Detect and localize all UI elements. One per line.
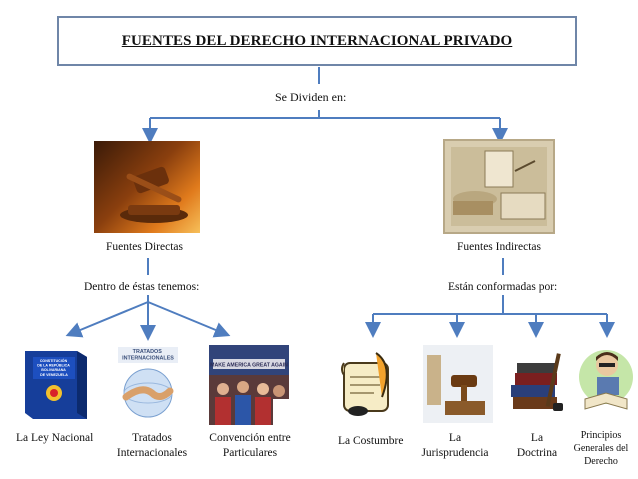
title-box: FUENTES DEL DERECHO INTERNACIONAL PRIVAD… [57, 16, 577, 66]
item-costumbre: La Costumbre [338, 435, 404, 447]
item-convencion: Convención entre Particulares [209, 432, 291, 459]
treaties-banner: TRATADOS INTERNACIONALES [122, 349, 174, 362]
convention-image: MAKE AMERICA GREAT AGAIN [209, 345, 289, 425]
convention-sign-text: MAKE AMERICA GREAT AGAIN [210, 363, 288, 369]
scroll-quill-icon [341, 352, 389, 416]
item-ley-nacional: La Ley Nacional [16, 432, 94, 444]
indirect-sublabel: Están conformadas por: [448, 281, 558, 293]
doctrine-image [507, 345, 569, 421]
direct-sources-label: Fuentes Directas [106, 241, 183, 253]
item-jurisprudencia: La Jurisprudencia [421, 432, 489, 459]
divide-label: Se Dividen en: [275, 90, 347, 104]
stacked-books-icon [511, 353, 563, 411]
gavel-image [94, 141, 200, 233]
gavel-books-icon [423, 345, 493, 423]
constitution-image: CONSTITUCIÓN DE LA REPÚBLICA BOLIVARIANA… [11, 345, 97, 423]
custom-image [336, 345, 406, 421]
constitution-book-icon: CONSTITUCIÓN DE LA REPÚBLICA BOLIVARIANA… [25, 351, 87, 419]
treaties-image: TRATADOS INTERNACIONALES [112, 345, 184, 425]
item-tratados: Tratados Internacionales [116, 432, 188, 459]
thinker-book-icon [579, 350, 633, 410]
constitution-book-text: CONSTITUCIÓN DE LA REPÚBLICA BOLIVARIANA… [37, 358, 70, 377]
page-title: FUENTES DEL DERECHO INTERNACIONAL PRIVAD… [121, 32, 513, 49]
handshake-globe-icon: TRATADOS INTERNACIONALES [118, 347, 178, 418]
item-doctrina: La Doctrina [516, 432, 558, 459]
item-principios: Principios Generales del Derecho [573, 430, 629, 467]
jurisprudence-image [423, 345, 493, 423]
scroll-documents-icon [451, 147, 547, 226]
indirect-sources-label: Fuentes Indirectas [457, 241, 541, 253]
documents-image [443, 139, 555, 234]
convention-crowd-icon: MAKE AMERICA GREAT AGAIN [209, 345, 289, 425]
principles-image [575, 343, 637, 423]
direct-sublabel: Dentro de éstas tenemos: [84, 281, 200, 293]
gavel-icon [120, 166, 188, 223]
